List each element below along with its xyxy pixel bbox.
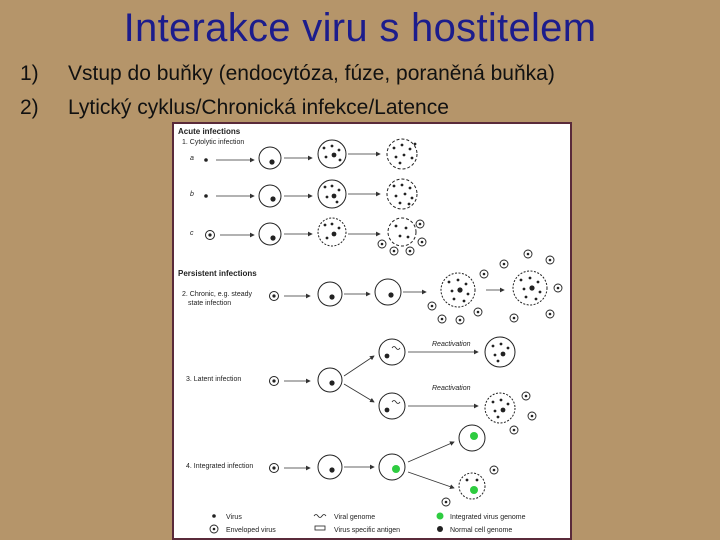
label-integrated: 4. Integrated infection bbox=[186, 463, 253, 470]
bullet-2: 2) Lytický cyklus/Chronická infekce/Laten… bbox=[20, 96, 449, 120]
legend-viral-genome: Viral genome bbox=[334, 514, 375, 521]
row-cytolytic-c bbox=[205, 217, 427, 256]
label-b: b bbox=[190, 191, 194, 198]
bullet-1: 1) Vstup do buňky (endocytóza, fúze, pora… bbox=[20, 62, 555, 86]
row-cytolytic-b bbox=[204, 178, 418, 210]
label-reactivation-2: Reactivation bbox=[432, 385, 471, 392]
label-c: c bbox=[190, 230, 194, 237]
bullet-number: 1) bbox=[20, 62, 39, 85]
label-cytolytic: 1. Cytolytic infection bbox=[182, 139, 244, 146]
legend: Virus Enveloped virus Viral genome Virus… bbox=[209, 512, 526, 534]
legend-virus: Virus bbox=[226, 514, 242, 521]
heading-persistent: Persistent infections bbox=[178, 269, 257, 278]
label-chronic-2: state infection bbox=[188, 300, 231, 307]
bullet-text: Lytický cyklus/Chronická infekce/Latence bbox=[68, 96, 449, 119]
heading-acute: Acute infections bbox=[178, 127, 241, 136]
row-cytolytic-a bbox=[204, 138, 418, 170]
label-chronic-1: 2. Chronic, e.g. steady bbox=[182, 291, 253, 298]
legend-enveloped-virus: Enveloped virus bbox=[226, 527, 276, 534]
row-latent bbox=[269, 336, 537, 435]
row-integrated bbox=[269, 424, 499, 507]
label-reactivation-1: Reactivation bbox=[432, 341, 471, 348]
virus-infection-diagram: Acute infections 1. Cytolytic infection … bbox=[172, 122, 572, 540]
bullet-number: 2) bbox=[20, 96, 39, 119]
bullet-text: Vstup do buňky (endocytóza, fúze, poraně… bbox=[68, 62, 555, 85]
legend-antigen: Virus specific antigen bbox=[334, 527, 400, 534]
legend-normal-genome: Normal cell genome bbox=[450, 527, 512, 534]
label-a: a bbox=[190, 155, 194, 162]
slide-title: Interakce viru s hostitelem bbox=[123, 6, 597, 50]
label-latent: 3. Latent infection bbox=[186, 376, 241, 383]
legend-integrated-genome: Integrated virus genome bbox=[450, 514, 526, 521]
row-chronic bbox=[269, 249, 563, 325]
